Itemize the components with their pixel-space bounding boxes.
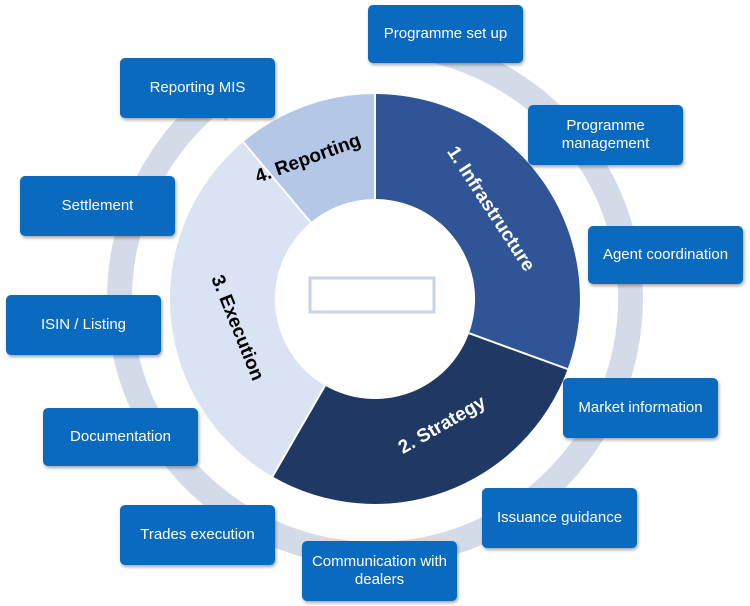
activity-trades-execution: Trades execution [120, 505, 275, 565]
activity-documentation: Documentation [43, 408, 198, 466]
segment-strategy [272, 333, 568, 504]
segment-execution [170, 142, 325, 477]
activity-market-information: Market information [563, 378, 718, 438]
segment-infrastructure [375, 94, 580, 370]
activity-settlement: Settlement [20, 176, 175, 236]
activity-communication-with-dealers: Communication with dealers [302, 541, 457, 601]
activity-programme-set-up: Programme set up [368, 5, 523, 63]
segment-reporting [243, 94, 375, 223]
center-label-box [308, 276, 436, 314]
segment-dividers [242, 94, 568, 478]
activity-reporting-mis: Reporting MIS [120, 58, 275, 118]
activity-isin-listing: ISIN / Listing [6, 295, 161, 355]
activity-programme-management: Programme management [528, 105, 683, 165]
activity-agent-coordination: Agent coordination [588, 226, 743, 284]
activity-issuance-guidance: Issuance guidance [482, 488, 637, 548]
